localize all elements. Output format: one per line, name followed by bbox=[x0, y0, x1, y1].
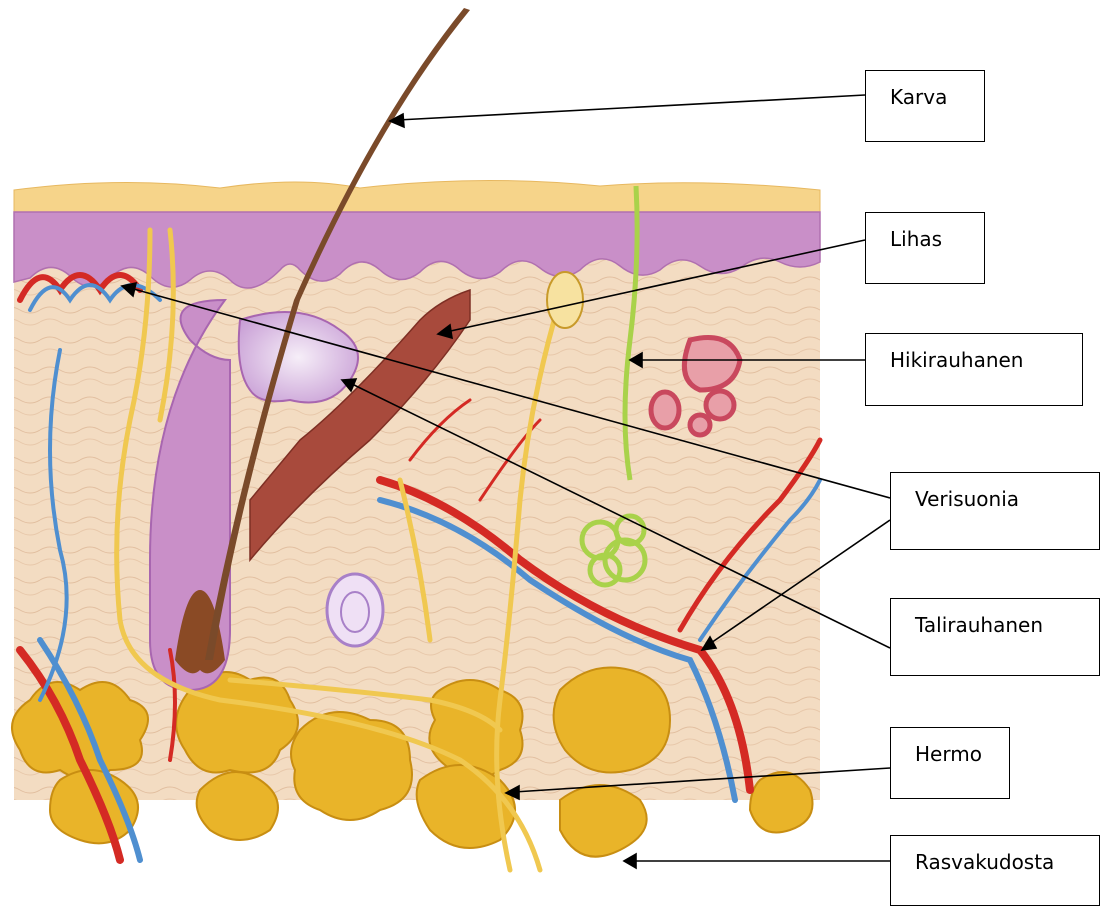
label-hikirauhanen: Hikirauhanen bbox=[865, 333, 1083, 406]
label-rasvakudosta: Rasvakudosta bbox=[890, 835, 1100, 906]
label-verisuonia-text: Verisuonia bbox=[915, 487, 1019, 511]
label-talirauhanen-text: Talirauhanen bbox=[915, 613, 1043, 637]
label-karva-text: Karva bbox=[890, 85, 947, 109]
skin-surface bbox=[14, 180, 820, 215]
label-rasvakudosta-text: Rasvakudosta bbox=[915, 850, 1054, 874]
label-karva: Karva bbox=[865, 70, 985, 142]
label-hikirauhanen-text: Hikirauhanen bbox=[890, 348, 1023, 372]
pacinian-corpuscle bbox=[327, 574, 383, 646]
meissner-corpuscle bbox=[547, 272, 583, 328]
label-verisuonia: Verisuonia bbox=[890, 472, 1100, 550]
label-talirauhanen: Talirauhanen bbox=[890, 598, 1100, 676]
label-lihas-text: Lihas bbox=[890, 227, 942, 251]
label-hermo-text: Hermo bbox=[915, 742, 982, 766]
label-hermo: Hermo bbox=[890, 727, 1010, 799]
label-lihas: Lihas bbox=[865, 212, 985, 284]
